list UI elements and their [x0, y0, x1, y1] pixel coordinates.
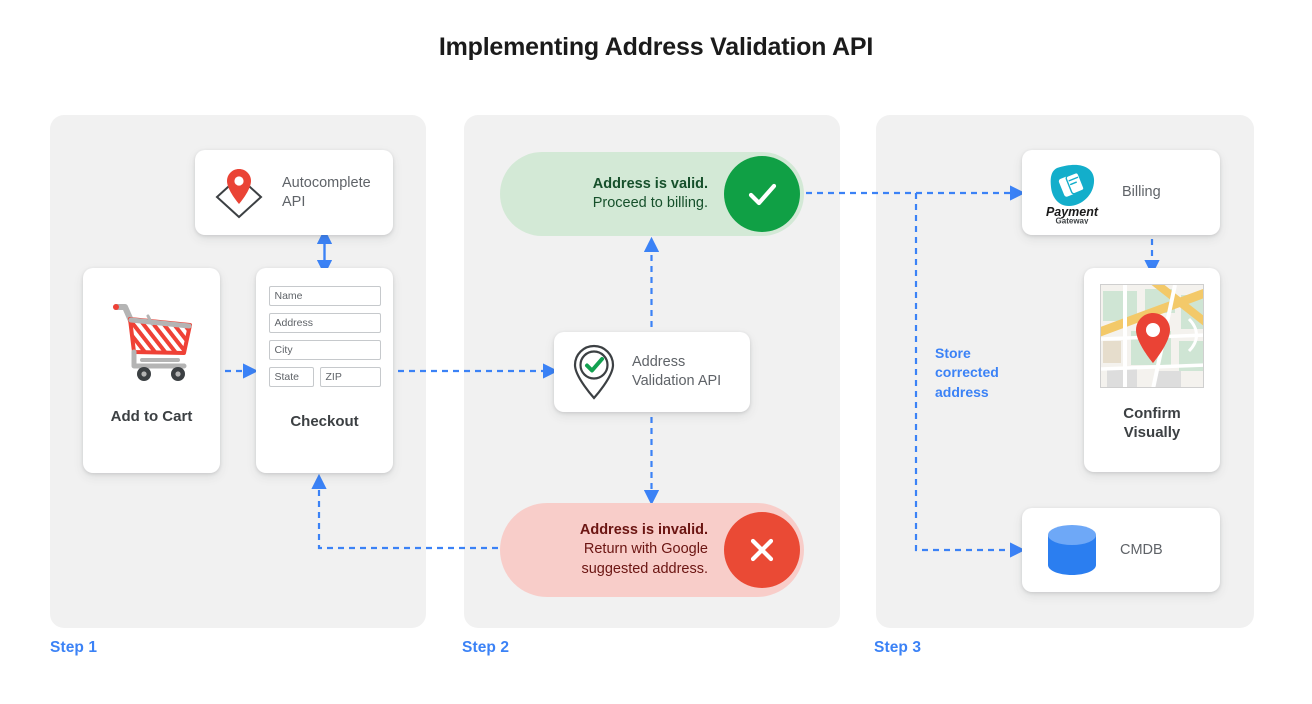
add-to-cart-caption: Add to Cart: [110, 408, 193, 425]
address-valid-pill: Address is valid. Proceed to billing.: [500, 152, 804, 236]
database-cylinder-icon: [1044, 523, 1100, 577]
autocomplete-api-label: Autocomplete API: [282, 174, 371, 210]
address-field[interactable]: Address: [268, 313, 381, 333]
map-thumbnail-with-pin: [1100, 284, 1204, 388]
billing-card[interactable]: Payment Gateway Billing: [1022, 150, 1220, 235]
cmdb-label: CMDB: [1120, 541, 1163, 558]
payment-gateway-secondary-text: Gateway: [1056, 216, 1089, 224]
autocomplete-api-card[interactable]: Autocomplete API: [195, 150, 393, 235]
step-1-label: Step 1: [50, 639, 98, 656]
address-invalid-pill: Address is invalid. Return with Google s…: [500, 503, 804, 597]
map-pin-diamond-icon: [208, 165, 270, 221]
state-field[interactable]: State: [268, 367, 314, 387]
shopping-cart-icon: [104, 290, 200, 386]
address-validation-api-card[interactable]: Address Validation API: [554, 332, 750, 412]
zip-field[interactable]: ZIP: [319, 367, 381, 387]
checkout-caption: Checkout: [290, 413, 359, 430]
cmdb-card[interactable]: CMDB: [1022, 508, 1220, 592]
page-title: Implementing Address Validation API: [438, 33, 874, 61]
city-field[interactable]: City: [268, 340, 381, 360]
confirm-visually-caption: Confirm Visually: [1123, 405, 1181, 441]
address-valid-text: Address is valid. Proceed to billing.: [592, 175, 708, 211]
state-zip-row: State ZIP: [268, 367, 381, 387]
payment-gateway-logo: Payment Gateway: [1036, 162, 1108, 224]
add-to-cart-card[interactable]: Add to Cart: [83, 268, 220, 473]
address-validation-api-label: Address Validation API: [632, 354, 722, 389]
store-corrected-address-label: Store corrected address: [935, 345, 999, 400]
billing-label: Billing: [1122, 184, 1161, 201]
checkout-card[interactable]: Name Address City State ZIP Checkout: [256, 268, 393, 473]
step-2-label: Step 2: [462, 639, 510, 656]
check-icon: [724, 156, 800, 232]
confirm-visually-card[interactable]: Confirm Visually: [1084, 268, 1220, 472]
step-3-label: Step 3: [874, 639, 922, 656]
map-pin-check-icon: [570, 343, 618, 401]
name-field[interactable]: Name: [268, 286, 381, 306]
close-x-icon: [724, 512, 800, 588]
payment-gateway-primary-text: Payment: [1046, 205, 1099, 219]
address-invalid-text: Address is invalid. Return with Google s…: [579, 522, 708, 577]
